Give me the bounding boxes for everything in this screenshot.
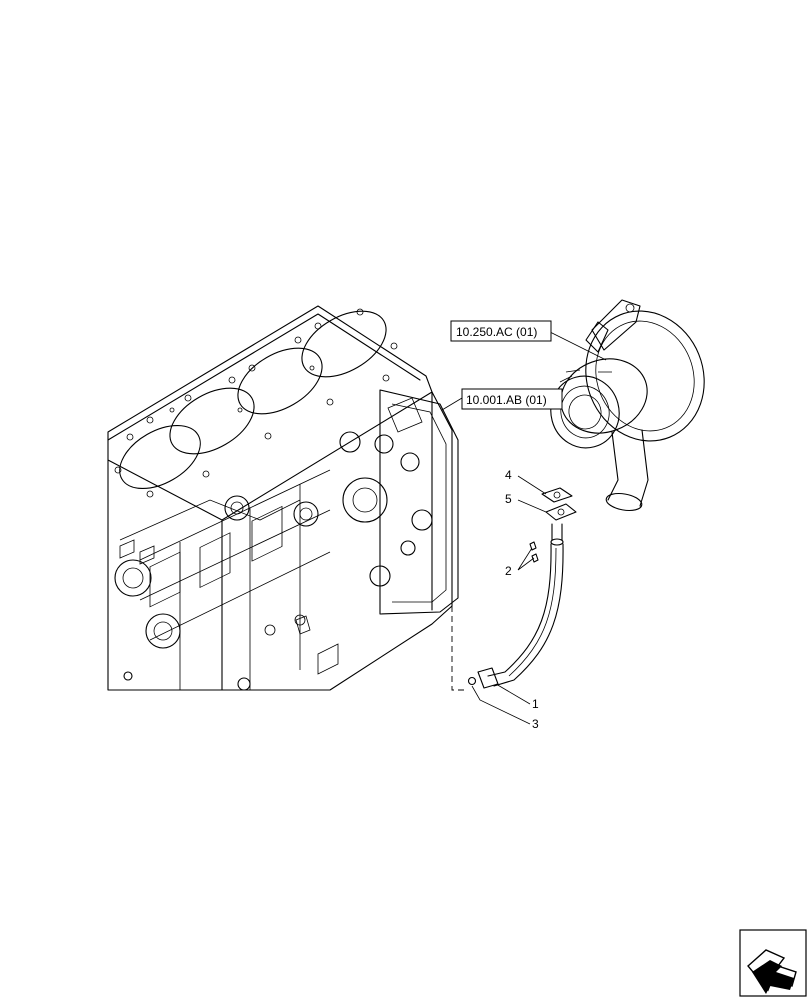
callout-3-label: 3	[532, 717, 539, 731]
reference-label-turbocharger[interactable]: 10.250.AC (01)	[450, 320, 552, 342]
flange-part	[545, 503, 577, 521]
turbocharger-drawing	[550, 299, 705, 512]
return-arrow-icon[interactable]	[739, 929, 807, 997]
svg-text:10.001.AB (01): 10.001.AB (01)	[466, 393, 547, 407]
reference-label-engine-block[interactable]: 10.001.AB (01)	[461, 388, 563, 410]
callout-4-label: 4	[505, 468, 512, 482]
oil-drain-pipe-drawing	[467, 487, 577, 689]
seal-ring-part	[467, 676, 477, 686]
callout-2-label: 2	[505, 564, 512, 578]
svg-text:10.250.AC (01): 10.250.AC (01)	[456, 325, 537, 339]
callout-1-label: 1	[532, 697, 539, 711]
engine-block-drawing	[107, 305, 459, 691]
callout-5-label: 5	[505, 492, 512, 506]
gasket-part	[541, 487, 573, 503]
assembly-guide-line	[451, 606, 468, 691]
leader-lines	[441, 331, 607, 725]
